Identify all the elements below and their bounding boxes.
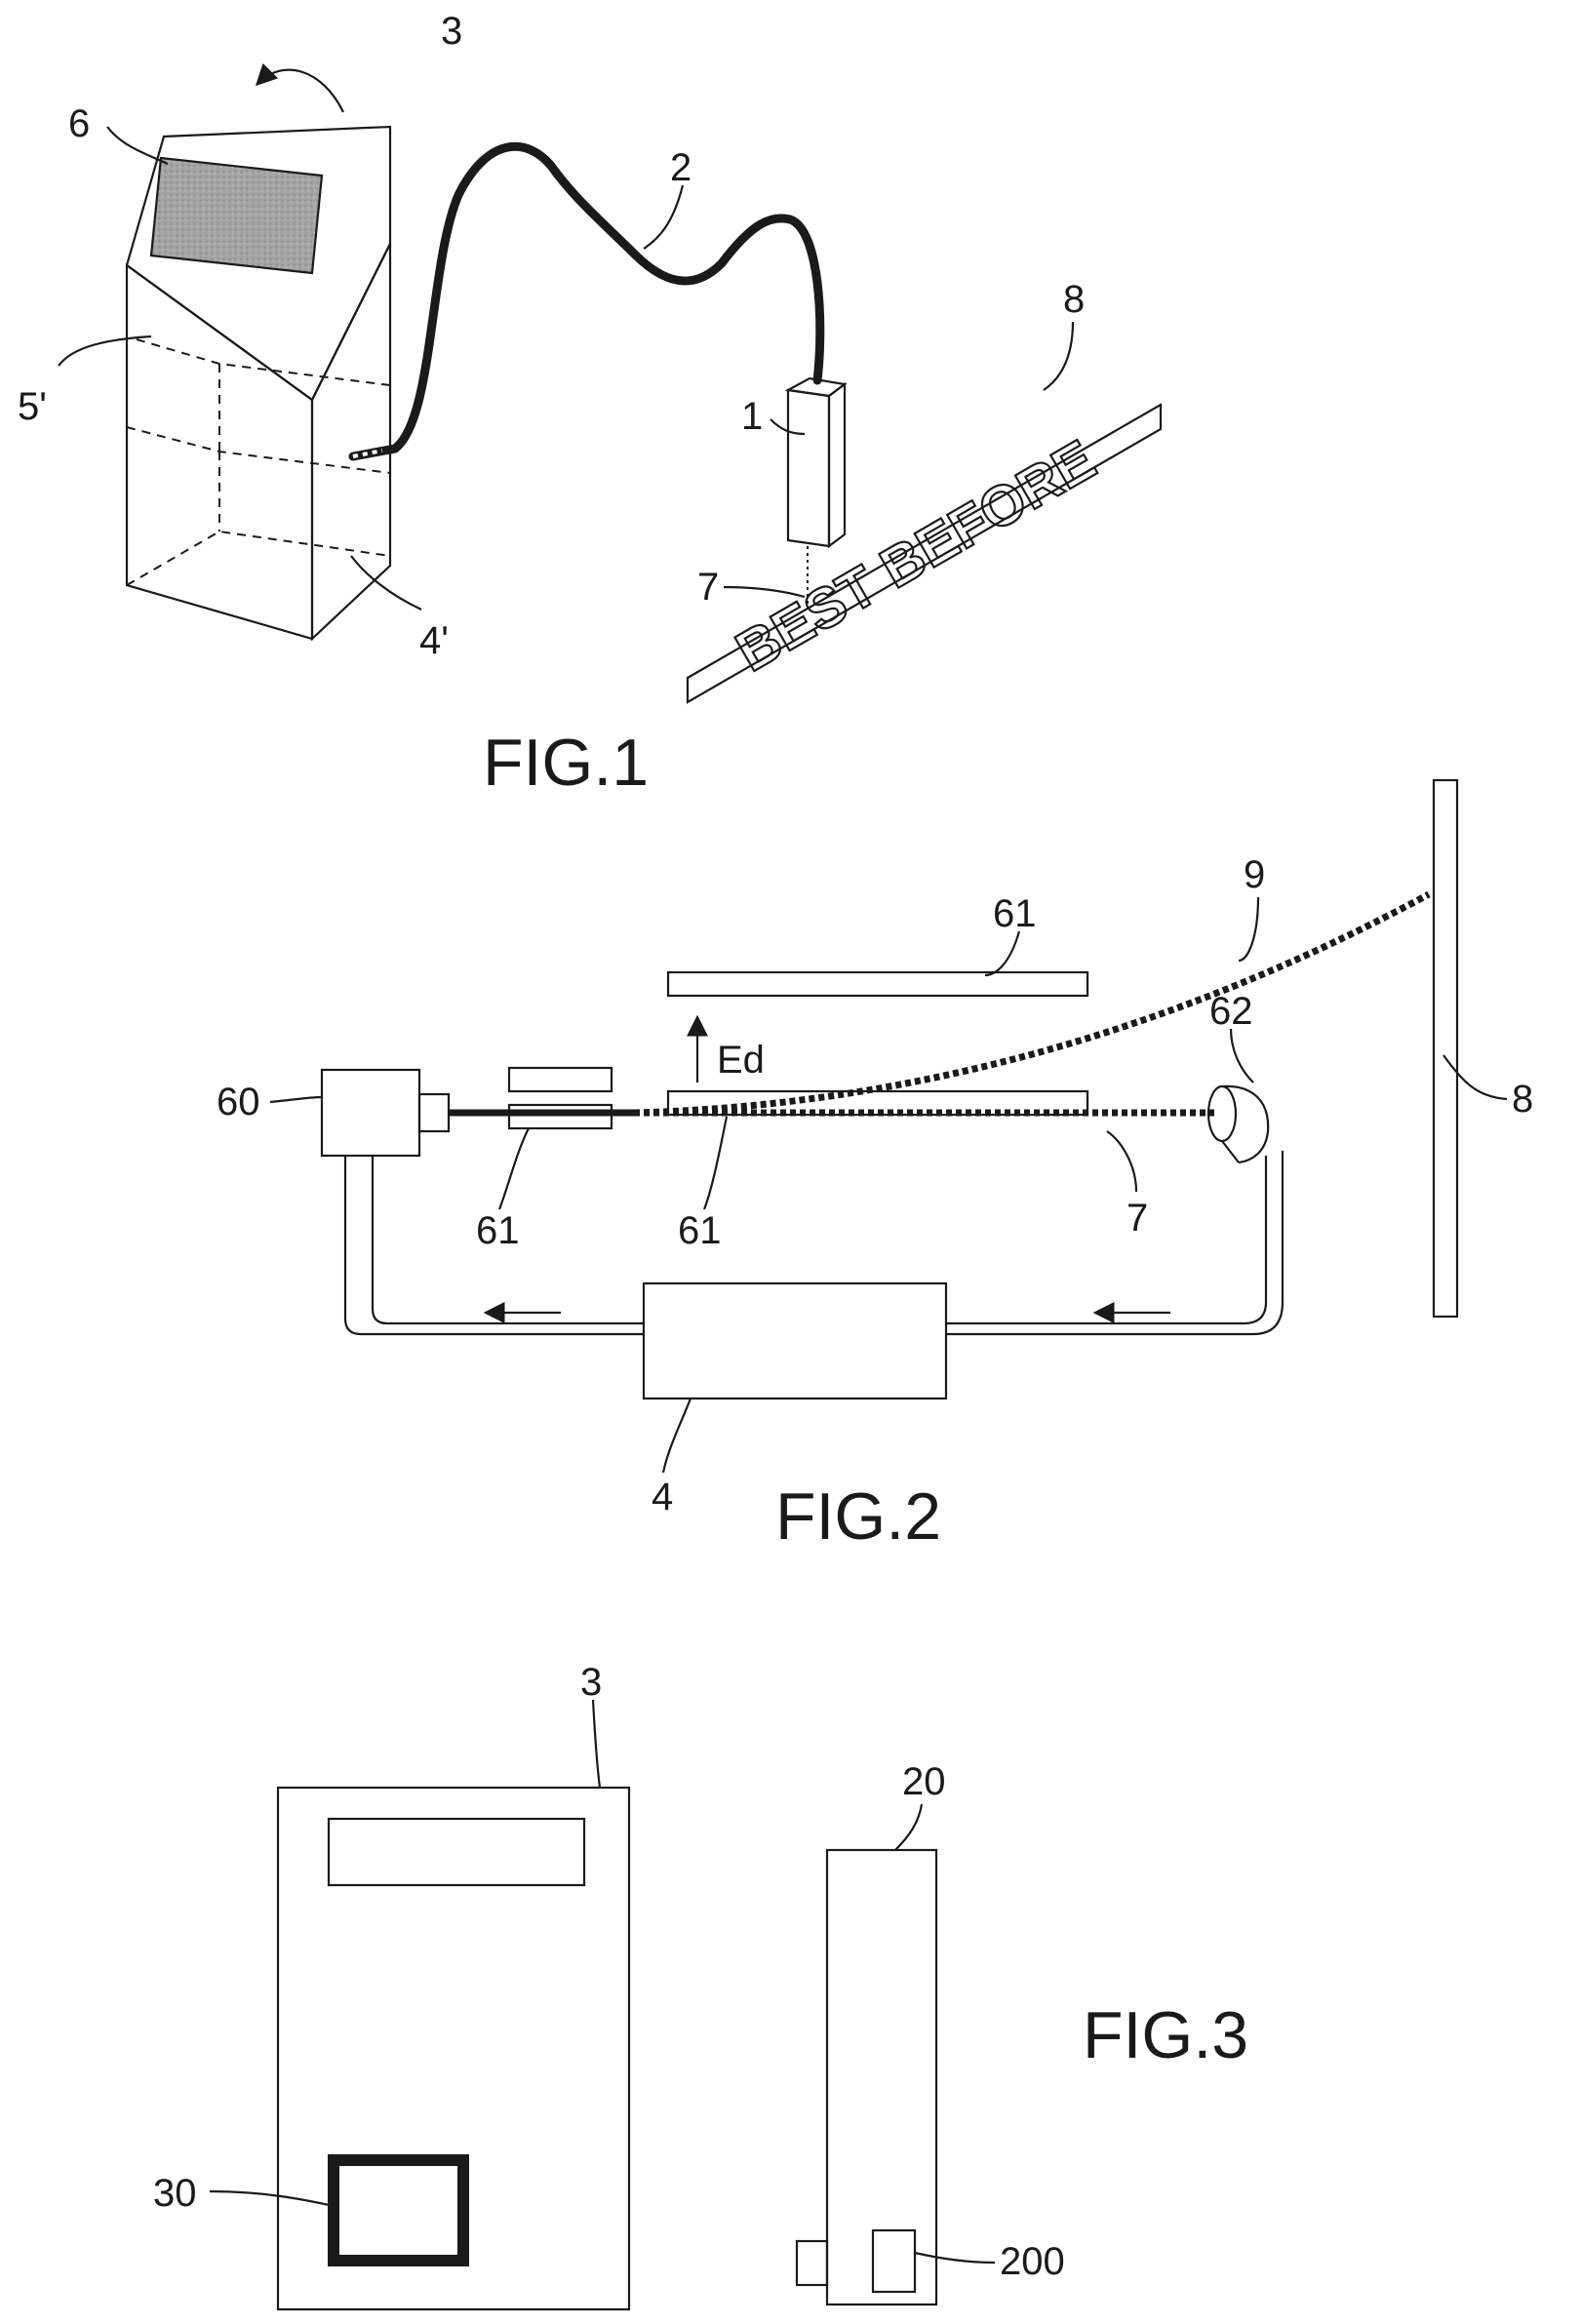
ref-screen: 6 (68, 102, 90, 145)
nozzle (419, 1094, 449, 1131)
ref-substrate-side: 8 (1512, 1078, 1533, 1121)
ref-plate-lower: 61 (678, 1209, 722, 1252)
ref-cabinet: 3 (441, 10, 462, 53)
head-chip-reader (873, 2230, 915, 2292)
charge-electrode-lower (509, 1105, 612, 1128)
charge-electrode-upper (509, 1068, 612, 1091)
ref-ink-circuit: 4 (652, 1476, 673, 1518)
ref-drop-generator: 60 (217, 1081, 260, 1123)
deflection-plate-upper (668, 972, 1087, 996)
substrate-side (1434, 780, 1457, 1317)
gutter (1208, 1086, 1268, 1162)
display-screen (151, 158, 322, 273)
figure-1-label: FIG.1 (483, 726, 649, 800)
ref-plate-upper: 61 (993, 892, 1037, 935)
ref-deflected-jet: 9 (1244, 853, 1265, 896)
ref-electrode: 61 (476, 1209, 520, 1252)
cabinet-chip-reader (334, 2160, 463, 2261)
ref-conduit: 2 (670, 146, 692, 189)
ref-print-head-side: 20 (902, 1760, 946, 1803)
ref-head-chip: 200 (1000, 2240, 1065, 2283)
printed-text: BEST BEFORE (726, 428, 1106, 685)
figure-1: BEST BEFORE 3 6 2 8 5' 1 7 4' FIG.1 (18, 10, 1161, 800)
cabinet-display-slot (329, 1819, 584, 1885)
drop-generator (322, 1070, 419, 1156)
figure-3-label: FIG.3 (1083, 1998, 1248, 2072)
ref-jet: 7 (697, 566, 719, 609)
ref-jet-undeflected: 7 (1126, 1197, 1148, 1240)
figure-3: 3 20 30 200 FIG.3 (153, 1661, 1248, 2309)
ref-print-head: 1 (741, 395, 763, 438)
head-connector (797, 2241, 827, 2285)
ref-gutter: 62 (1209, 990, 1253, 1033)
ref-cabinet-chip: 30 (153, 2172, 197, 2215)
figure-2-label: FIG.2 (775, 1479, 941, 1554)
ref-cabinet-front: 3 (580, 1661, 602, 1704)
ref-substrate: 8 (1063, 278, 1085, 321)
print-head-side (827, 1850, 936, 2304)
ink-circuit-unit (644, 1283, 946, 1398)
ref-field: Ed (717, 1039, 765, 1082)
controller-cabinet (127, 127, 390, 639)
ref-reservoir-upper: 5' (18, 385, 47, 428)
figure-2: 61 9 62 Ed 60 8 61 61 7 4 FIG.2 (217, 780, 1533, 1554)
ref-reservoir-lower: 4' (419, 619, 449, 662)
